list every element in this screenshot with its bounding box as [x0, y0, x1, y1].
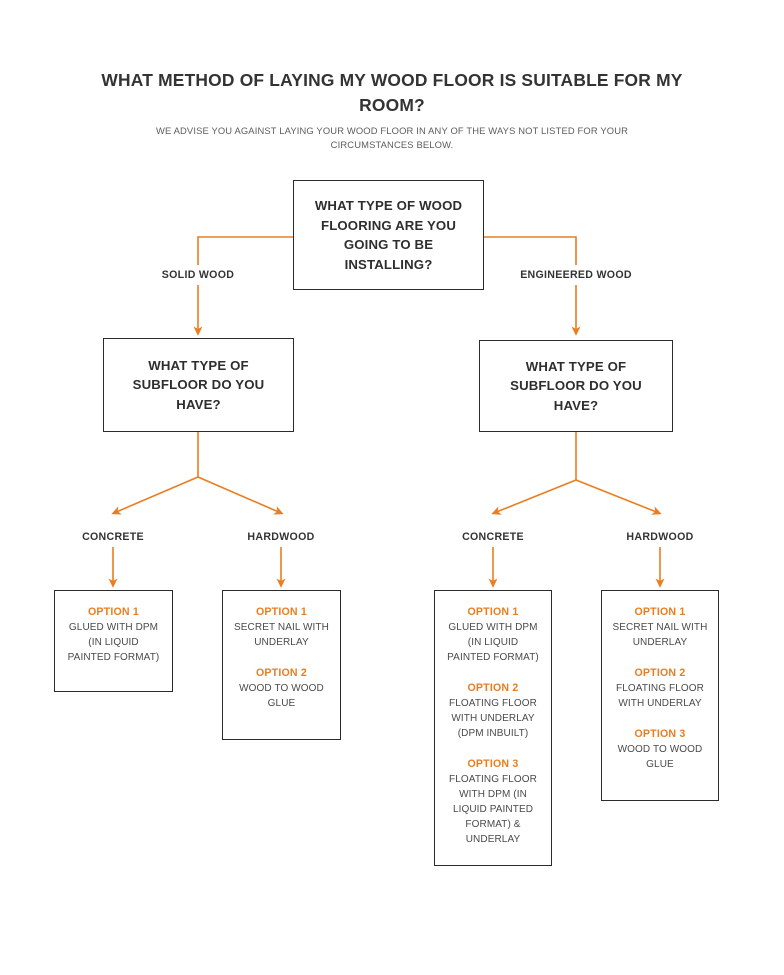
node-options-engineered-hardwood: OPTION 1 SECRET NAIL WITH UNDERLAY OPTIO… [601, 590, 719, 801]
option-description: GLUED WITH DPM (IN LIQUID PAINTED FORMAT… [447, 622, 539, 663]
option-title: OPTION 1 [255, 606, 308, 618]
node-subfloor-question-solid: WHAT TYPE OF SUBFLOOR DO YOU HAVE? [103, 338, 294, 432]
option-title: OPTION 1 [634, 606, 686, 618]
node-options-engineered-concrete: OPTION 1 GLUED WITH DPM (IN LIQUID PAINT… [434, 590, 552, 866]
option-title: OPTION 2 [467, 682, 519, 694]
option-group: OPTION 2 FLOATING FLOOR WITH UNDERLAY (D… [441, 681, 545, 741]
option-description: WOOD TO WOOD GLUE [617, 744, 703, 770]
option-title: OPTION 1 [87, 606, 140, 618]
option-title: OPTION 2 [255, 667, 308, 679]
option-group: OPTION 3 WOOD TO WOOD GLUE [608, 727, 712, 772]
edge-root-to-engineered [484, 236, 581, 336]
option-description: WOOD TO WOOD GLUE [239, 683, 324, 709]
option-description: FLOATING FLOOR WITH DPM (IN LIQUID PAINT… [449, 774, 537, 845]
edge-label-solid-wood: SOLID WOOD [155, 265, 241, 285]
option-group: OPTION 3 FLOATING FLOOR WITH DPM (IN LIQ… [441, 757, 545, 847]
node-root-question: WHAT TYPE OF WOOD FLOORING ARE YOU GOING… [293, 180, 484, 290]
option-group: OPTION 1 GLUED WITH DPM (IN LIQUID PAINT… [441, 605, 545, 665]
node-options-solid-hardwood: OPTION 1 SECRET NAIL WITH UNDERLAY OPTIO… [222, 590, 341, 740]
option-title: OPTION 3 [634, 728, 686, 740]
edge-label-concrete-engineered: CONCRETE [456, 527, 530, 547]
edge-label-hardwood-solid: HARDWOOD [241, 527, 321, 547]
option-group: OPTION 2 FLOATING FLOOR WITH UNDERLAY [608, 666, 712, 711]
option-group: OPTION 2 WOOD TO WOOD GLUE [229, 666, 334, 711]
node-subfloor-question-engineered: WHAT TYPE OF SUBFLOOR DO YOU HAVE? [479, 340, 673, 432]
page-title: WHAT METHOD OF LAYING MY WOOD FLOOR IS S… [101, 70, 683, 115]
option-description: GLUED WITH DPM (IN LIQUID PAINTED FORMAT… [67, 622, 160, 663]
option-description: SECRET NAIL WITH UNDERLAY [612, 622, 708, 648]
page-subtitle: WE ADVISE YOU AGAINST LAYING YOUR WOOD F… [155, 125, 629, 150]
node-options-solid-concrete: OPTION 1 GLUED WITH DPM (IN LIQUID PAINT… [54, 590, 173, 692]
option-description: SECRET NAIL WITH UNDERLAY [234, 622, 329, 648]
option-group: OPTION 1 SECRET NAIL WITH UNDERLAY [608, 605, 712, 650]
edge-root-to-solid [193, 236, 293, 336]
option-title: OPTION 3 [467, 758, 519, 770]
edge-solid-to-concrete [111, 476, 199, 515]
option-title: OPTION 1 [467, 606, 519, 618]
edge-label-concrete-solid: CONCRETE [76, 527, 150, 547]
option-description: FLOATING FLOOR WITH UNDERLAY [616, 683, 704, 709]
edge-engineered-to-hardwood [575, 479, 662, 515]
edge-label-hardwood-engineered: HARDWOOD [620, 527, 700, 547]
edge-engineered-to-concrete [491, 479, 577, 515]
edge-solid-to-hardwood [197, 476, 284, 515]
option-description: FLOATING FLOOR WITH UNDERLAY (DPM INBUIL… [449, 698, 537, 739]
option-group: OPTION 1 GLUED WITH DPM (IN LIQUID PAINT… [61, 605, 166, 665]
option-group: OPTION 1 SECRET NAIL WITH UNDERLAY [229, 605, 334, 650]
option-title: OPTION 2 [634, 667, 686, 679]
edge-label-engineered-wood: ENGINEERED WOOD [514, 265, 638, 285]
